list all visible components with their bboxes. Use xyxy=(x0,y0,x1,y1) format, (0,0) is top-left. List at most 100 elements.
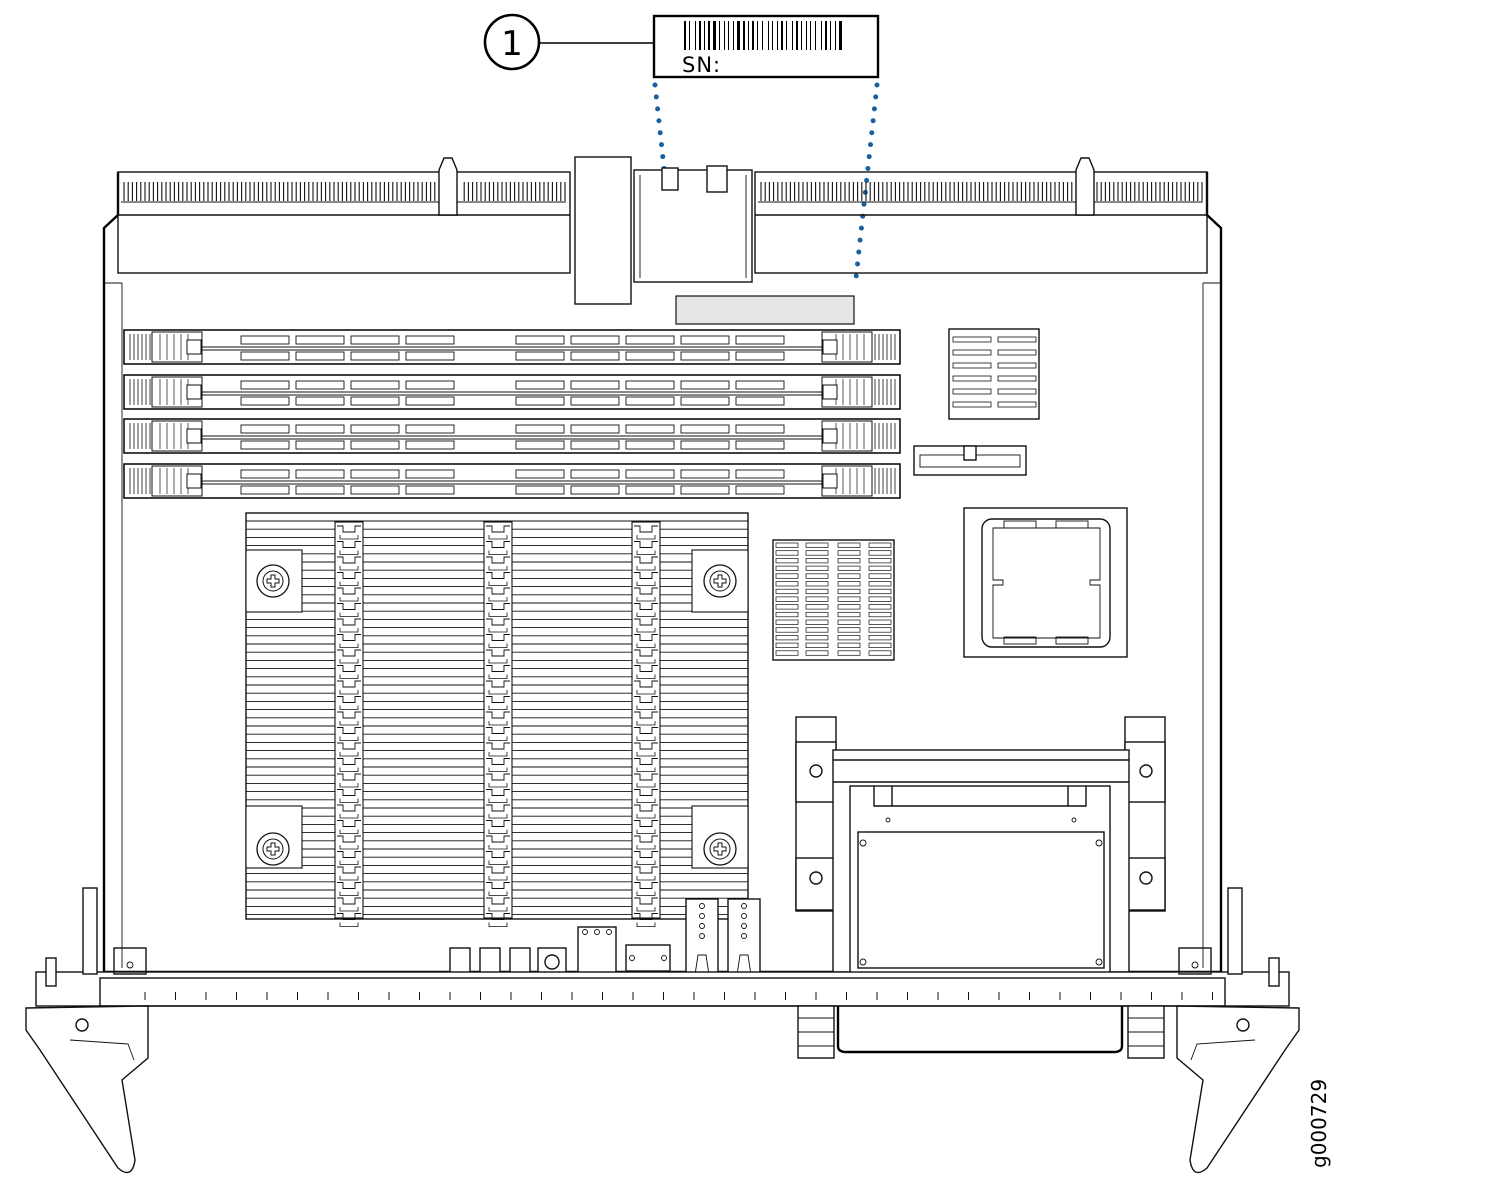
memory-chip xyxy=(735,469,785,479)
guide-pin xyxy=(438,157,458,216)
callout-1: 1 xyxy=(483,13,654,71)
figure-id: g000729 xyxy=(1307,1079,1331,1168)
barcode-bar xyxy=(748,21,749,50)
memory-chip xyxy=(625,440,675,450)
memory-chip xyxy=(625,424,675,434)
front-panel-components xyxy=(449,898,761,977)
memory-chip xyxy=(570,469,620,479)
barcode-bar xyxy=(786,21,787,50)
callout-number: 1 xyxy=(501,24,523,64)
barcode-bar xyxy=(713,21,716,50)
memory-chip xyxy=(625,335,675,345)
memory-chip xyxy=(295,396,345,406)
barcode-bar xyxy=(777,21,778,50)
barcode-bar xyxy=(699,21,701,50)
small-connector xyxy=(913,445,1027,476)
memory-chip xyxy=(405,424,455,434)
memory-chip xyxy=(350,440,400,450)
processor-socket xyxy=(963,507,1128,658)
serial-number-caption: SN: xyxy=(682,53,721,77)
memory-chip xyxy=(240,396,290,406)
chip-top-right xyxy=(948,328,1040,420)
memory-chip xyxy=(240,469,290,479)
memory-chip xyxy=(735,335,785,345)
barcode-bar xyxy=(796,21,798,50)
leader-dotted-right xyxy=(852,82,880,290)
barcode-bar xyxy=(708,21,710,50)
barcode xyxy=(684,21,842,50)
memory-chip xyxy=(735,485,785,495)
memory-chip xyxy=(350,351,400,361)
memory-chip xyxy=(405,335,455,345)
memory-chip xyxy=(625,485,675,495)
memory-chip xyxy=(350,424,400,434)
barcode-bar xyxy=(835,21,836,50)
barcode-bar xyxy=(689,21,690,50)
memory-chip xyxy=(350,335,400,345)
clip-channel xyxy=(631,521,661,919)
screw xyxy=(256,564,290,598)
memory-chip xyxy=(405,485,455,495)
center-block xyxy=(574,156,632,305)
memory-chip xyxy=(735,396,785,406)
memory-chip xyxy=(295,335,345,345)
memory-chip xyxy=(515,469,565,479)
barcode-bar xyxy=(821,21,822,50)
barcode-bar xyxy=(724,21,725,50)
connector-pins xyxy=(758,182,1203,203)
memory-chip xyxy=(570,351,620,361)
memory-chip xyxy=(680,440,730,450)
memory-chip xyxy=(295,380,345,390)
memory-chip xyxy=(625,469,675,479)
memory-chip xyxy=(680,485,730,495)
center-connector xyxy=(633,165,753,283)
screw xyxy=(703,832,737,866)
barcode-bar xyxy=(792,21,793,50)
faceplate-ticks xyxy=(144,992,1213,1000)
memory-chip xyxy=(240,485,290,495)
barcode-bar xyxy=(815,21,816,50)
memory-chip xyxy=(295,424,345,434)
memory-chip xyxy=(295,351,345,361)
connector-pins xyxy=(121,182,566,203)
memory-chip xyxy=(240,380,290,390)
barcode-bar xyxy=(743,21,745,50)
dimm-slot xyxy=(123,463,901,499)
memory-chip xyxy=(735,440,785,450)
memory-chip xyxy=(570,335,620,345)
barcode-bar xyxy=(801,21,802,50)
barcode-bar xyxy=(768,21,769,50)
screw xyxy=(703,564,737,598)
memory-chip xyxy=(570,380,620,390)
heat-sink xyxy=(245,512,749,927)
serial-label-location xyxy=(675,295,855,325)
dimm-slot xyxy=(123,329,901,365)
memory-chip xyxy=(350,396,400,406)
guide-pin xyxy=(1075,157,1095,216)
barcode-bar xyxy=(772,21,773,50)
ejector-left xyxy=(25,887,149,1174)
barcode-bar xyxy=(752,21,754,50)
memory-chip xyxy=(735,351,785,361)
memory-chip xyxy=(735,380,785,390)
chip-middle xyxy=(772,539,895,661)
connector-shell xyxy=(836,1006,1124,1054)
ejector-right xyxy=(1176,887,1300,1174)
memory-slots xyxy=(123,329,901,499)
heat-sink-screws xyxy=(256,564,737,866)
serial-number-label: SN: xyxy=(652,14,880,79)
barcode-bar xyxy=(704,21,705,50)
memory-chip xyxy=(570,424,620,434)
barcode-bar xyxy=(733,21,734,50)
barcode-bar xyxy=(728,21,729,50)
clip-channel xyxy=(483,521,513,919)
memory-chip xyxy=(680,424,730,434)
screw xyxy=(256,832,290,866)
memory-chip xyxy=(295,440,345,450)
memory-chip xyxy=(680,469,730,479)
memory-chip xyxy=(625,351,675,361)
barcode-bar xyxy=(737,21,740,50)
memory-chip xyxy=(405,396,455,406)
memory-chip xyxy=(680,335,730,345)
